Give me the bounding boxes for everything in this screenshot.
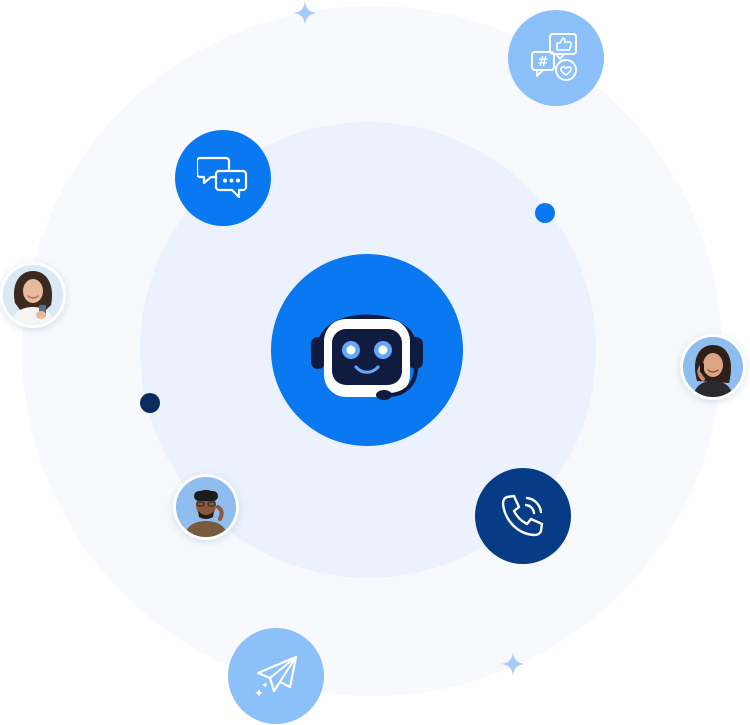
man-on-call-avatar (173, 474, 239, 540)
sparkle-icon (293, 1, 317, 25)
chatbot-hub (271, 254, 463, 446)
voice-channel (475, 468, 571, 564)
svg-text:#: # (538, 55, 549, 70)
person-avatar-icon (176, 477, 236, 537)
orbit-dot (535, 203, 555, 223)
sparkle-icon (501, 652, 525, 676)
orbit-dot (140, 393, 160, 413)
person-avatar-icon (3, 265, 63, 325)
phone-call-icon (501, 494, 544, 537)
woman-with-phone-avatar (0, 262, 66, 328)
paper-plane-icon (255, 655, 298, 697)
chat-bubbles-icon (197, 156, 248, 199)
social-engagement-icon: # (531, 33, 577, 81)
chat-channel (175, 130, 271, 226)
woman-on-call-avatar (680, 334, 746, 400)
messaging-channel (228, 628, 324, 724)
social-channel: # (508, 10, 604, 106)
person-avatar-icon (683, 337, 743, 397)
chatbot-headset-icon (311, 314, 423, 400)
